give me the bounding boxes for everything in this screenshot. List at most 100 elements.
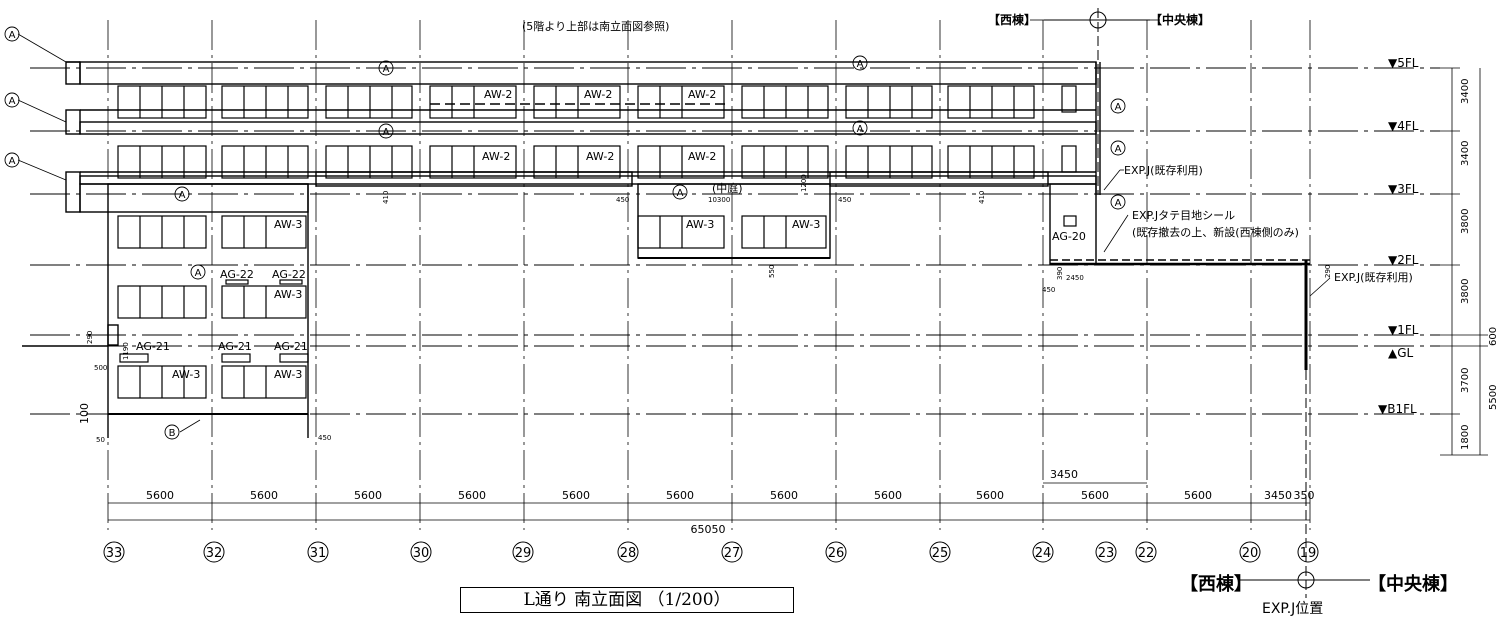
level-4fl: ▼4FL: [1388, 119, 1419, 133]
level-3fl: ▼3FL: [1388, 182, 1419, 196]
axis-22: 22: [1138, 546, 1155, 561]
windows-courtyard: [637, 215, 1077, 249]
tag-aw2: AW-2: [688, 88, 716, 101]
small-dim: 450: [838, 196, 851, 204]
tag-b: B: [169, 428, 176, 439]
level-dim: 3800: [1460, 209, 1471, 234]
extra-dim: 3450: [1050, 468, 1078, 481]
tag-aw3: AW-3: [792, 218, 820, 231]
level-dim: 1800: [1460, 425, 1471, 450]
span-dim: 5600: [146, 489, 174, 502]
tag-a: A: [179, 190, 186, 201]
level-dim: 5500: [1488, 385, 1499, 410]
axis-32: 32: [206, 546, 223, 561]
exp-j-note-1: EXP.J(既存利用): [1124, 163, 1203, 177]
level-1fl: ▼1FL: [1388, 323, 1419, 337]
span-dim: 5600: [666, 489, 694, 502]
level-b1fl: ▼B1FL: [1378, 402, 1417, 416]
span-dim: 5600: [354, 489, 382, 502]
tag-aw2: AW-2: [482, 150, 510, 163]
axis-23: 23: [1098, 546, 1115, 561]
tag-ag22: AG-22: [220, 268, 254, 281]
naka-niwa: (中庭): [712, 181, 743, 195]
span-dim: 5600: [458, 489, 486, 502]
small-dim: 2450: [1066, 274, 1084, 282]
tag-aw2: AW-2: [586, 150, 614, 163]
tag-aw3: AW-3: [274, 288, 302, 301]
level-2fl: ▼2FL: [1388, 253, 1419, 267]
level-dim: 3700: [1460, 368, 1471, 393]
small-dim: 450: [1042, 286, 1055, 294]
tag-a: A: [677, 188, 684, 199]
tag-aw2: AW-2: [584, 88, 612, 101]
span-dim: 5600: [250, 489, 278, 502]
exp-j-bottom-marker: [1240, 370, 1370, 598]
tag-a: A: [9, 96, 16, 107]
small-dim: 1190: [122, 342, 130, 360]
small-dim: 410: [978, 191, 986, 204]
level-dim: 3400: [1460, 79, 1471, 104]
upper-ref-note: (5階より上部は南立面図参照): [522, 19, 669, 33]
total-span: 65050: [691, 523, 726, 536]
west-building-label: 【西棟】: [1180, 574, 1252, 595]
span-dim: 5600: [562, 489, 590, 502]
drawing-title: L通り 南立面図 （1/200）: [460, 587, 794, 613]
small-dim: 550: [768, 265, 776, 278]
small-dim: 10300: [708, 196, 730, 204]
axis-26: 26: [828, 546, 845, 561]
exp-j-position-label: EXP.J位置: [1262, 601, 1324, 617]
axis-20: 20: [1242, 546, 1259, 561]
small-dim: 290: [86, 331, 94, 344]
small-dim: 390: [1056, 267, 1064, 280]
span-dim: 5600: [1184, 489, 1212, 502]
tag-a: A: [9, 30, 16, 41]
axis-27: 27: [724, 546, 741, 561]
span-dim: 5600: [770, 489, 798, 502]
tag-a: A: [383, 64, 390, 75]
small-dim: 450: [616, 196, 629, 204]
windows-3f: [117, 145, 1077, 179]
level-dim: 3400: [1460, 141, 1471, 166]
tag-a: A: [1115, 198, 1122, 209]
leader-lines: [17, 19, 1331, 433]
west-label-top: 【西棟】: [988, 12, 1036, 27]
axis-24: 24: [1035, 546, 1052, 561]
level-5fl: ▼5FL: [1388, 56, 1419, 70]
small-dim: 1200: [800, 174, 808, 192]
grid-lines: [107, 20, 1311, 530]
axis-31: 31: [310, 546, 327, 561]
tag-aw3: AW-3: [274, 368, 302, 381]
span-dim: 350: [1294, 489, 1315, 502]
axis-30: 30: [413, 546, 430, 561]
grid-axis-labels: [103, 541, 1319, 563]
center-label-top: 【中央棟】: [1150, 12, 1210, 27]
axis-19: 19: [1300, 546, 1317, 561]
tag-aw3: AW-3: [172, 368, 200, 381]
tag-aw2: AW-2: [484, 88, 512, 101]
level-dim: 600: [1488, 327, 1499, 346]
tag-a: A: [195, 268, 202, 279]
span-dim: 3450: [1264, 489, 1292, 502]
axis-28: 28: [620, 546, 637, 561]
span-dim: 5600: [976, 489, 1004, 502]
level-gl: ▲GL: [1388, 346, 1414, 360]
axis-25: 25: [932, 546, 949, 561]
axis-29: 29: [515, 546, 532, 561]
small-dim: 450: [318, 434, 331, 442]
level-dim: 3800: [1460, 279, 1471, 304]
span-dim: 5600: [1081, 489, 1109, 502]
small-dim: 410: [382, 191, 390, 204]
circle-tag-marks: [4, 26, 1126, 440]
dimension-lines: [108, 67, 1488, 521]
tag-a: A: [1115, 102, 1122, 113]
exp-j-seal: EXP.Jタテ目地シール: [1132, 209, 1235, 222]
building-outline: [22, 61, 1310, 438]
small-dim: 50: [96, 436, 105, 444]
tag-ag21: AG-21: [136, 340, 170, 353]
exp-j-note-2: EXP.J(既存利用): [1334, 270, 1413, 284]
tag-a: A: [857, 124, 864, 135]
windows-4f: [117, 85, 1077, 119]
tag-ag21: AG-21: [274, 340, 308, 353]
tag-ag20: AG-20: [1052, 230, 1086, 243]
